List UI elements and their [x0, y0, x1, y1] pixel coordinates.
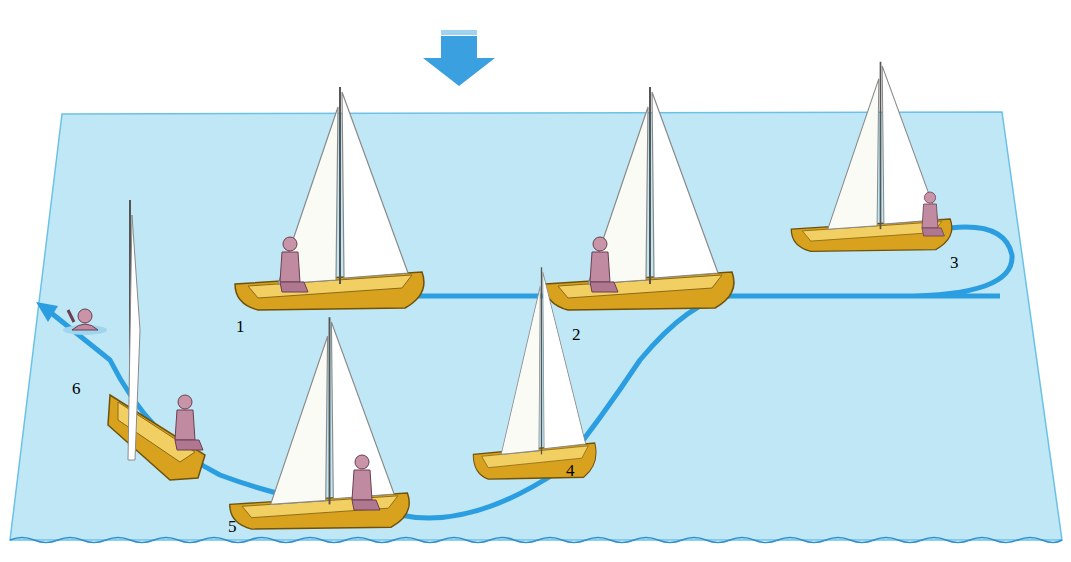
sailboat — [235, 87, 424, 310]
wave-edge — [10, 538, 1062, 543]
sailboat — [108, 200, 205, 480]
course-arrowhead — [36, 302, 58, 322]
sailboat — [545, 87, 734, 310]
callout-number: 4 — [566, 462, 575, 479]
callout-number: 1 — [236, 318, 245, 335]
callout-number: 3 — [950, 254, 959, 271]
person-overboard — [63, 309, 107, 335]
callout-number: 2 — [572, 326, 581, 343]
callout-number: 6 — [72, 380, 81, 397]
callout-number: 5 — [228, 518, 237, 535]
sailboat — [791, 62, 952, 252]
sailboat — [473, 267, 596, 479]
sailboat — [230, 317, 409, 529]
wind-arrow — [423, 30, 495, 86]
course-line — [45, 227, 1012, 518]
